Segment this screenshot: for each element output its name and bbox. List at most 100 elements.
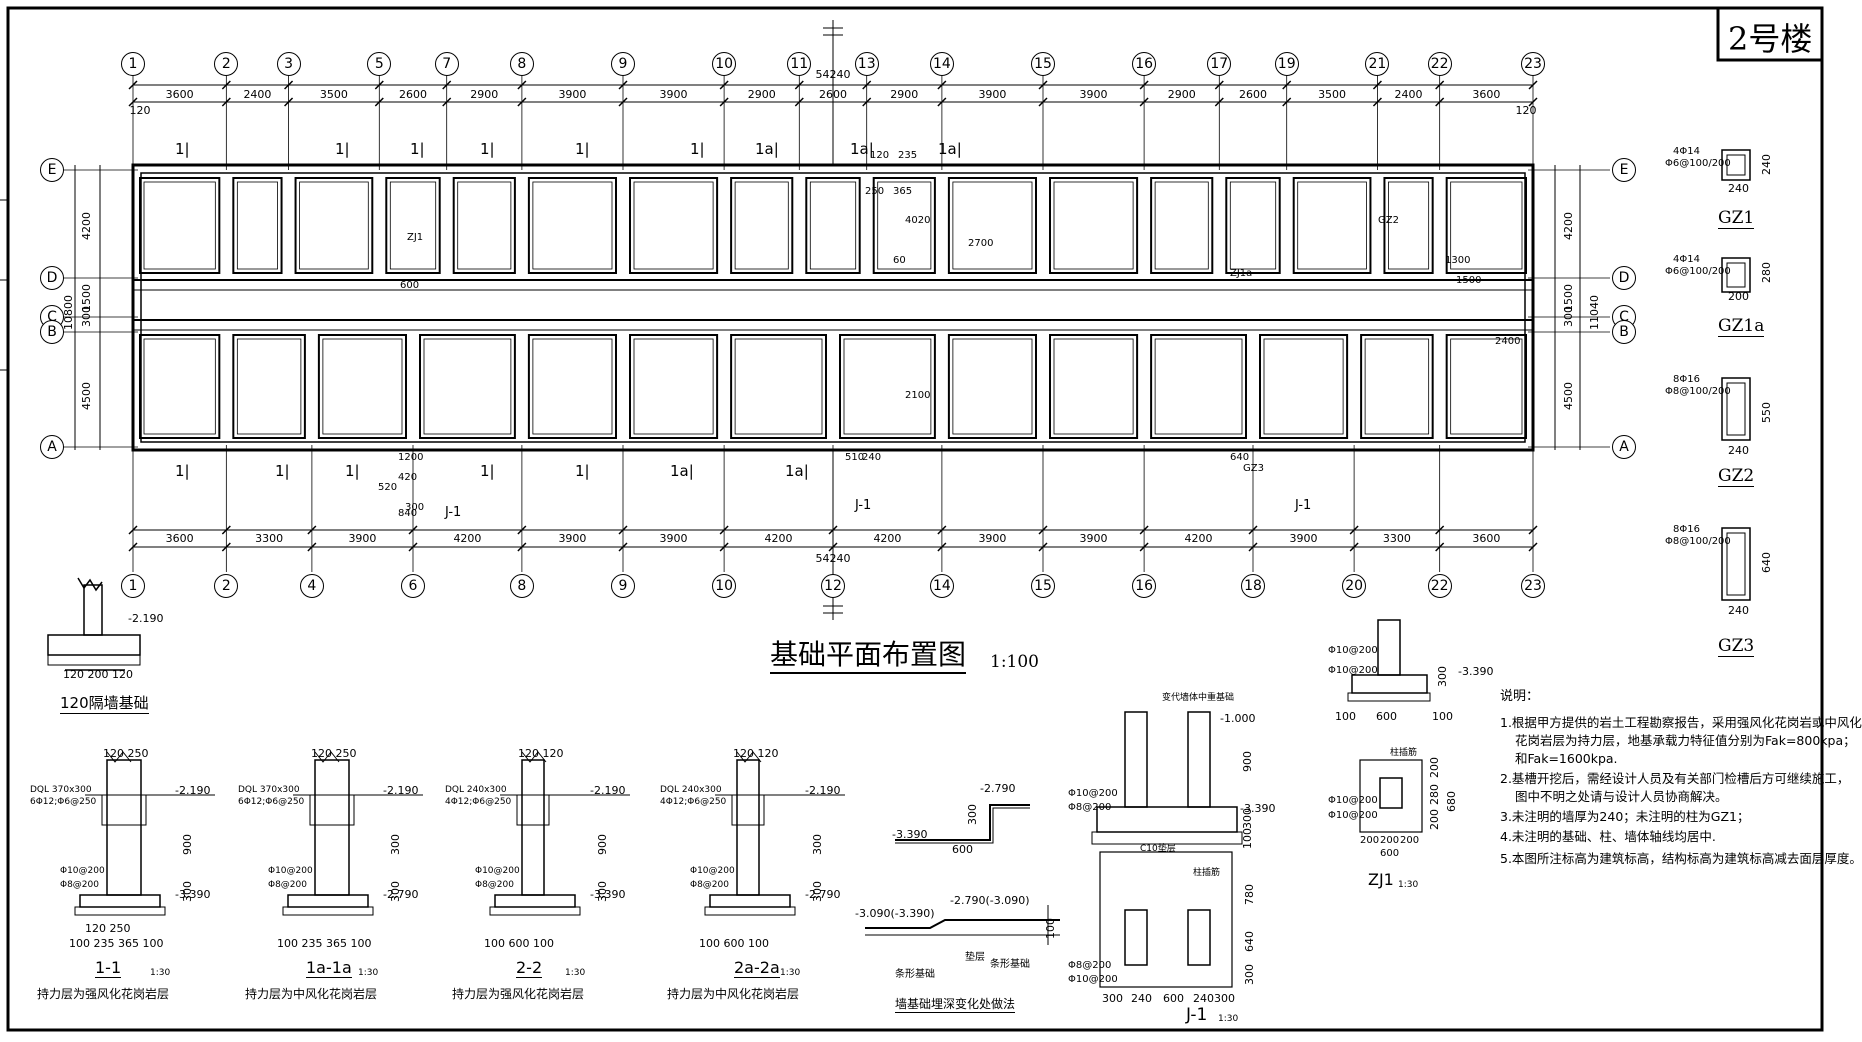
plan-dim-label: 250 [865,186,885,197]
column-height: 550 [1760,402,1773,423]
section-base-rebar-2: Φ8@200 [268,880,307,890]
bottom-span-dim: 3900 [558,532,587,545]
plan-dim-label: 1200 [398,452,424,463]
zj1-rebar-1: Φ10@200 [1328,645,1378,656]
bottom-span-dim: 4200 [764,532,793,545]
note-line: 图中不明之处请与设计人员协商解决。 [1515,789,1728,804]
axis-bubble-16: 16 [1132,574,1157,598]
section-base-rebar-2: Φ8@200 [690,880,729,890]
section-beam: DQL 240x300 [445,785,507,795]
axis-bubble-8: 8 [509,52,534,76]
zj1-rebar-2: Φ10@200 [1328,665,1378,676]
zj1-plan-hdim: 200 [1428,757,1441,778]
drawing-scale: 1:100 [990,652,1039,672]
plan-dim-label: 2700 [968,238,994,249]
plan-dim-label: 420 [398,472,418,483]
top-span-dim: 3500 [1318,88,1347,101]
footing-cell [139,177,221,274]
column-stirrup: Φ8@100/200 [1665,386,1731,397]
zj1-plan-rebar-2: Φ10@200 [1328,810,1378,821]
note-line: 2.基槽开挖后，需经设计人员及有关部门检槽后方可继续施工， [1500,771,1850,786]
column-stirrup: Φ6@100/200 [1665,158,1731,169]
axis-bubble-3: 3 [276,52,301,76]
footing-cell [139,334,221,439]
step-title: 墙基础埋深变化处做法 [895,997,1016,1013]
zj1-w-left: 100 [1335,710,1356,723]
section-elev-top: -2.190 [805,784,841,797]
footing-cell [839,334,936,439]
foundation-cells [139,177,1527,439]
axis-bubble-23: 23 [1521,52,1545,76]
bottom-span-dim: 3300 [255,532,284,545]
section-base-rebar-1: Φ10@200 [475,866,520,876]
bottom-span-dim: 3900 [978,532,1007,545]
sheet-border [6,6,1824,1032]
footing-cell [1445,334,1527,439]
axis-bubble-10: 10 [712,52,737,76]
section-beam-rebar: 4Φ12;Φ6@250 [660,797,727,807]
j1-rebar-2: Φ8@200 [1068,802,1112,813]
zj1-w-right: 100 [1432,710,1453,723]
plan-dim-label: 640 [1230,452,1250,463]
section-beam-rebar: 4Φ12;Φ6@250 [445,797,512,807]
axis-bubble-2: 2 [214,52,239,76]
plan-dim-label: 235 [898,150,918,161]
column-rebar: 8Φ16 [1673,374,1700,385]
foundation-drawing [0,6,1824,1032]
section-beam: DQL 240x300 [660,785,722,795]
section-beam-rebar: 6Φ12;Φ6@250 [238,797,305,807]
section-name: 1-1 [95,958,122,978]
note-line: 4.未注明的基础、柱、墙体轴线均居中. [1500,829,1716,844]
column-stirrup: Φ8@100/200 [1665,536,1731,547]
section-scale: 1:30 [150,968,171,978]
footing-cell [1049,177,1139,274]
footing-cell [872,177,936,274]
j1-name: J-1 [1186,1005,1208,1025]
section-h2: 300 [181,881,194,902]
column-height: 240 [1760,154,1773,175]
partition-footing-elev: -2.190 [128,612,164,625]
top-span-dim: 2900 [1167,88,1196,101]
j1-detail-drawing [1091,711,1243,988]
section-elev-bot: -2.790 [383,888,419,901]
top-span-dim: 3500 [319,88,348,101]
footing-cell [1292,177,1372,274]
step-elev-3: -2.790(-3.090) [950,894,1030,907]
section-h2: 300 [811,881,824,902]
j1-plan-rebar-2: Φ10@200 [1068,974,1118,985]
top-span-dim: 2400 [243,88,272,101]
dimension-ticks [128,80,1538,552]
bottom-span-dim: 3900 [1079,532,1108,545]
left-dim: 4500 [80,382,93,410]
column-name: GZ1 [1718,208,1755,229]
right-dim: 4200 [1562,212,1575,240]
section-h1: 900 [596,834,609,855]
footing-cell [294,177,374,274]
top-total-dim: 54240 [815,68,851,81]
footing-cell [730,177,794,274]
footing-cell [232,334,306,439]
axis-bubble-15: 15 [1031,574,1055,598]
footing-cell [1049,334,1139,439]
footing-label-top: 1| [690,140,705,158]
section-name: 1a-1a [306,958,352,978]
left-dim: 4200 [80,212,93,240]
section-note: 持力层为强风化花岗岩层 [452,987,585,1001]
footing-cell [317,334,407,439]
column-width: 200 [1728,290,1749,303]
column-height: 640 [1760,552,1773,573]
j1-hdim: 240 [1193,992,1214,1005]
axis-bubble-16: 16 [1132,52,1157,76]
top-span-dim: 3900 [978,88,1007,101]
top-span-dim: 2600 [399,88,427,101]
axis-bubble-1: 1 [121,52,145,76]
axis-bubble-A-right: A [1612,435,1636,459]
axis-bubble-20: 20 [1342,574,1367,598]
column-rebar: 4Φ14 [1673,146,1700,157]
footing-cell [805,177,861,274]
top-span-dim: 2600 [1239,88,1267,101]
partition-footing-drawing [47,577,141,671]
top-span-dim: 3900 [1079,88,1108,101]
axis-bubble-22: 22 [1427,52,1452,76]
